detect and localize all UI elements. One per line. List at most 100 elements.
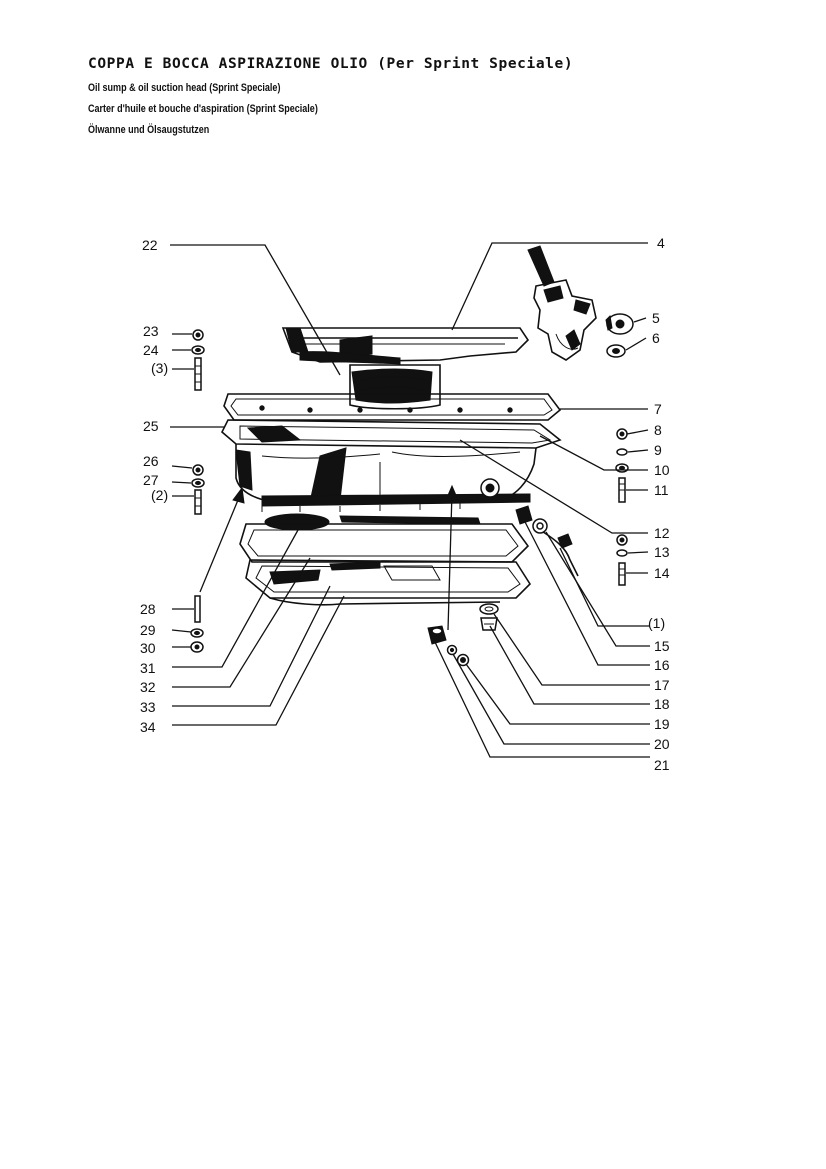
seal-part-6 xyxy=(606,344,626,358)
leader-9 xyxy=(627,449,649,453)
label-14: 14 xyxy=(654,565,670,581)
label-18: 18 xyxy=(654,696,670,712)
washer-part-19 xyxy=(456,653,470,667)
leader-20 xyxy=(452,653,650,745)
label-26: 26 xyxy=(143,453,159,469)
washer-part-13 xyxy=(616,549,628,557)
label-12: 12 xyxy=(654,525,670,541)
subtitle-german: Ölwanne und Ölsaugstutzen xyxy=(88,124,210,136)
stud-part-28 xyxy=(194,595,201,623)
label-27: 27 xyxy=(143,472,159,488)
filler-neck-part xyxy=(527,245,597,361)
label-33: 33 xyxy=(140,699,156,715)
leader-arrow-left-line xyxy=(199,499,239,593)
label-29: 29 xyxy=(140,622,156,638)
diagram-heading: COPPA E BOCCA ASPIRAZIONE OLIO (Per Spri… xyxy=(88,56,573,141)
subtitle-french: Carter d'huile et bouche d'aspiration (S… xyxy=(88,103,318,115)
label-30: 30 xyxy=(140,640,156,656)
label-19: 19 xyxy=(654,716,670,732)
leader-29 xyxy=(171,629,192,633)
leader-19 xyxy=(465,663,650,725)
oil-sump-body-part xyxy=(221,419,562,512)
leader-13 xyxy=(627,551,649,554)
leader-21 xyxy=(433,639,650,758)
leader-8 xyxy=(626,429,649,435)
label-22: 22 xyxy=(142,237,158,253)
label-10: 10 xyxy=(654,462,670,478)
label-5: 5 xyxy=(652,310,660,326)
leader-32 xyxy=(172,557,311,688)
label-6: 6 xyxy=(652,330,660,346)
lower-cover-part xyxy=(245,559,532,606)
leader-17 xyxy=(493,613,650,686)
leader-22 xyxy=(170,244,341,376)
leader-16 xyxy=(521,515,650,666)
label-16: 16 xyxy=(654,657,670,673)
washer-part-29 xyxy=(190,628,204,638)
leader-4 xyxy=(451,242,648,331)
nut-part-12 xyxy=(616,534,628,546)
washer-part-20 xyxy=(446,644,458,656)
nut-part-23 xyxy=(192,329,204,341)
washer-part-10 xyxy=(615,463,629,473)
label-24: 24 xyxy=(143,342,159,358)
cap-part-5 xyxy=(605,313,634,335)
label-28: 28 xyxy=(140,601,156,617)
plug-part-16 xyxy=(515,505,533,525)
gasket-part-7 xyxy=(223,393,562,421)
plug-part-18 xyxy=(480,617,498,631)
label-3: (3) xyxy=(151,360,168,376)
leader-27 xyxy=(171,481,192,484)
leader-5 xyxy=(633,317,647,323)
leader-lines xyxy=(170,242,650,758)
leader-18 xyxy=(489,625,650,705)
nut-part-30 xyxy=(190,641,204,653)
leader-15 xyxy=(545,531,650,647)
part-labels: 4 5 6 7 8 9 10 11 12 13 14 (1) 15 16 17 … xyxy=(140,235,670,773)
gasket-part-16 xyxy=(532,518,548,534)
washer-part-9 xyxy=(616,448,628,456)
label-32: 32 xyxy=(140,679,156,695)
label-23: 23 xyxy=(143,323,159,339)
oil-suction-head-part xyxy=(281,327,530,410)
label-1: (1) xyxy=(648,615,665,631)
stud-part-11 xyxy=(618,477,626,503)
label-21: 21 xyxy=(654,757,670,773)
stud-part-3 xyxy=(194,357,202,391)
leader-31 xyxy=(172,529,299,668)
subtitle-english: Oil sump & oil suction head (Sprint Spec… xyxy=(88,82,281,94)
label-15: 15 xyxy=(654,638,670,654)
diagram-title: COPPA E BOCCA ASPIRAZIONE OLIO (Per Spri… xyxy=(88,56,574,72)
label-13: 13 xyxy=(654,544,670,560)
leader-1 xyxy=(559,547,650,627)
label-11: 11 xyxy=(654,482,669,498)
stud-part-2 xyxy=(194,489,202,515)
label-17: 17 xyxy=(654,677,670,693)
nut-part-8 xyxy=(616,428,628,440)
nut-part-26 xyxy=(192,464,204,476)
label-4: 4 xyxy=(657,235,665,251)
leader-11-sump xyxy=(447,491,453,631)
washer-part-27 xyxy=(191,478,205,488)
label-8: 8 xyxy=(654,422,662,438)
leader-arrow-left xyxy=(232,486,245,504)
label-9: 9 xyxy=(654,442,662,458)
stud-part-14 xyxy=(618,562,626,586)
label-7: 7 xyxy=(654,401,662,417)
leader-arrow-sump xyxy=(445,484,459,501)
label-25: 25 xyxy=(143,418,159,434)
leader-34 xyxy=(172,595,345,726)
label-31: 31 xyxy=(140,660,156,676)
label-20: 20 xyxy=(654,736,670,752)
washer-part-17 xyxy=(479,603,499,615)
label-2: (2) xyxy=(151,487,168,503)
plug-part-21 xyxy=(427,625,447,645)
leader-10 xyxy=(539,435,648,471)
leader-6 xyxy=(625,337,647,351)
label-34: 34 xyxy=(140,719,156,735)
leader-33 xyxy=(172,585,331,707)
washer-part-24 xyxy=(191,345,205,355)
leader-12 xyxy=(459,439,648,534)
dipstick-part-15 xyxy=(539,529,579,577)
